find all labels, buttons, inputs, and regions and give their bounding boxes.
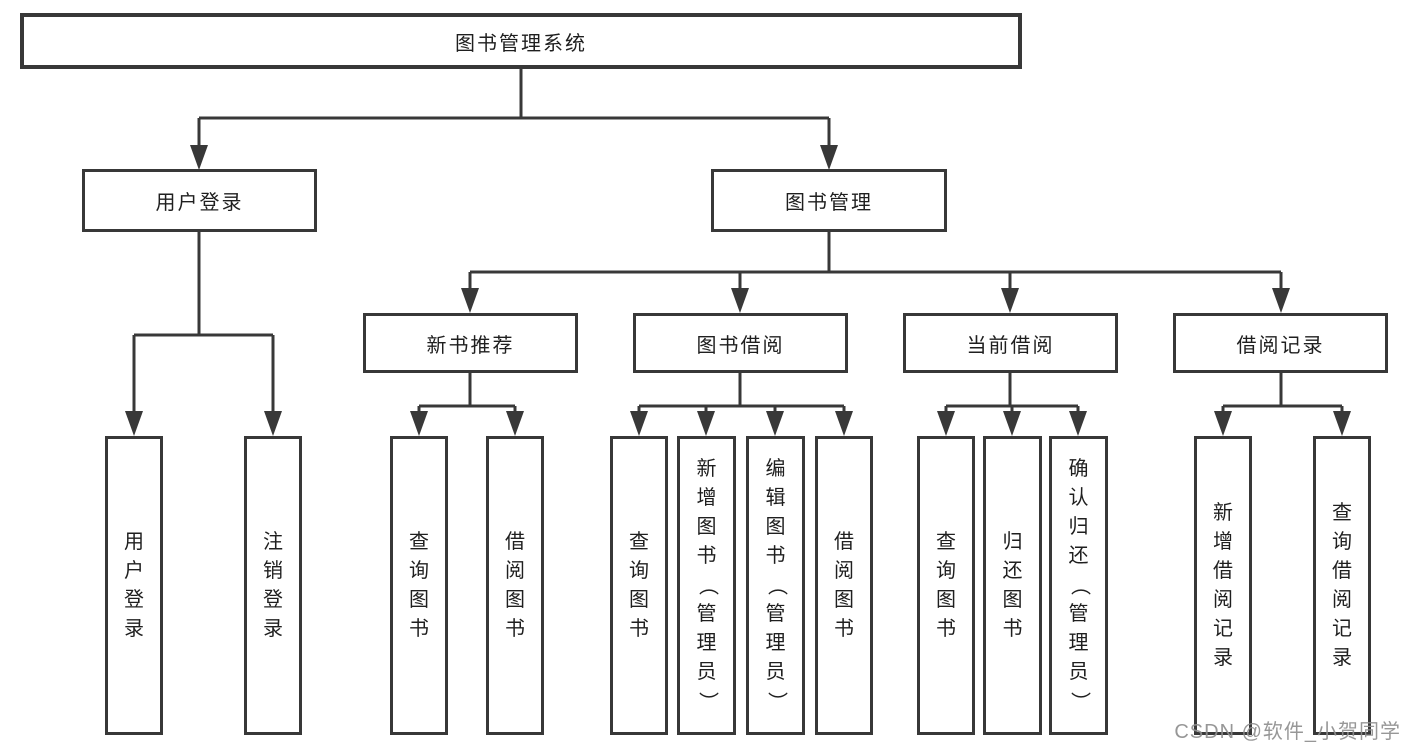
- leaf-label: 编辑图书（管理员）: [765, 458, 787, 712]
- leaf-label: 查询借阅记录: [1332, 501, 1352, 669]
- node-label: 当前借阅: [966, 334, 1055, 357]
- leaf-edit-books-admin: 编辑图书（管理员）: [746, 436, 805, 735]
- leaf-logout-login: 注销登录: [244, 436, 302, 735]
- leaf-add-borrow-record: 新增借阅记录: [1194, 436, 1252, 735]
- node-label: 图书管理系统: [455, 32, 587, 55]
- leaf-borrow-books-borrow: 借阅图书: [815, 436, 873, 735]
- leaf-user-login: 用户登录: [105, 436, 163, 735]
- node-library-system: 图书管理系统: [20, 13, 1022, 69]
- node-user-login: 用户登录: [82, 169, 317, 232]
- csdn-watermark: CSDN @软件_小贺同学: [1174, 721, 1401, 743]
- leaf-add-books-admin: 新增图书（管理员）: [677, 436, 736, 735]
- leaf-label: 查询图书: [936, 530, 956, 640]
- node-label: 借阅记录: [1236, 334, 1325, 357]
- leaf-query-books-borrow: 查询图书: [610, 436, 668, 735]
- node-book-borrow: 图书借阅: [633, 313, 848, 373]
- leaf-label: 新增图书（管理员）: [696, 458, 718, 712]
- leaf-label: 归还图书: [1002, 530, 1023, 640]
- leaf-label: 借阅图书: [505, 530, 525, 640]
- leaf-query-borrow-record: 查询借阅记录: [1313, 436, 1371, 735]
- node-current-borrow: 当前借阅: [903, 313, 1118, 373]
- leaf-label: 查询图书: [629, 530, 649, 640]
- arrowheads: [125, 145, 1351, 436]
- node-book-management: 图书管理: [711, 169, 947, 232]
- node-borrow-records: 借阅记录: [1173, 313, 1388, 373]
- node-label: 用户登录: [155, 192, 244, 214]
- node-new-book-recommend: 新书推荐: [363, 313, 578, 373]
- leaf-borrow-books-recommend: 借阅图书: [486, 436, 544, 735]
- leaf-label: 注销登录: [263, 530, 283, 640]
- leaf-return-books: 归还图书: [983, 436, 1042, 735]
- leaf-label: 确认归还（管理员）: [1068, 458, 1090, 712]
- leaf-query-books-current: 查询图书: [917, 436, 975, 735]
- leaf-label: 查询图书: [409, 530, 429, 640]
- leaf-label: 借阅图书: [834, 530, 854, 640]
- leaf-label: 新增借阅记录: [1213, 501, 1233, 669]
- node-label: 新书推荐: [426, 334, 515, 357]
- node-label: 图书借阅: [696, 334, 785, 357]
- node-label: 图书管理: [785, 192, 873, 214]
- leaf-label: 用户登录: [124, 530, 144, 640]
- leaf-query-books-recommend: 查询图书: [390, 436, 448, 735]
- leaf-confirm-return-admin: 确认归还（管理员）: [1049, 436, 1108, 735]
